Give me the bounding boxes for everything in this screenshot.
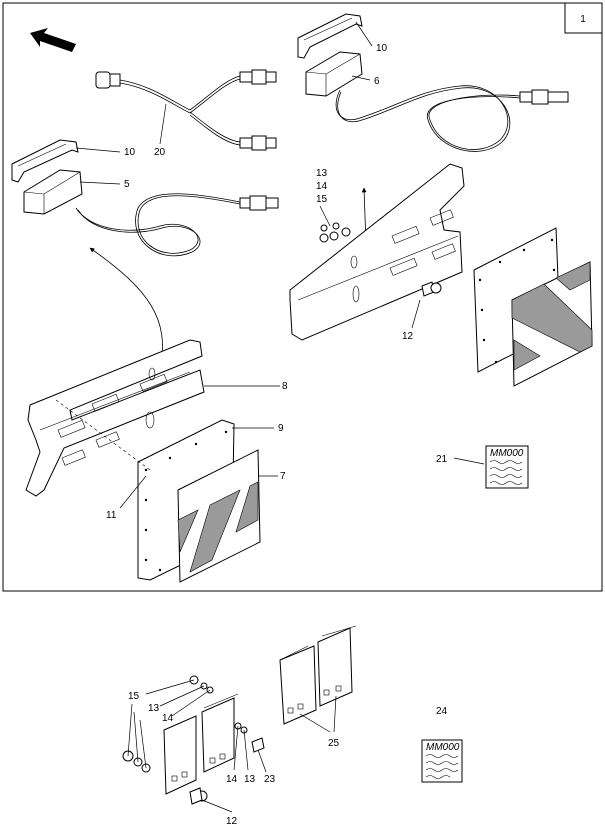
svg-text:MM000: MM000 xyxy=(490,448,524,459)
callout-10-top: 10 xyxy=(376,43,388,54)
warning-plate-left xyxy=(177,449,261,583)
callout-6: 6 xyxy=(374,76,380,87)
svg-text:MM000: MM000 xyxy=(426,742,460,753)
marker-lamp-top xyxy=(305,51,363,97)
leader-lines xyxy=(75,21,485,813)
callout-12-top: 12 xyxy=(402,331,414,342)
callout-14-top: 14 xyxy=(316,181,328,192)
callout-5: 5 xyxy=(124,179,130,190)
callout-7: 7 xyxy=(280,471,286,482)
callout-15-bottom: 15 xyxy=(128,691,140,702)
callout-10-left: 10 xyxy=(124,147,136,158)
callout-25: 25 xyxy=(328,738,340,749)
direction-arrow-icon xyxy=(30,28,76,52)
callout-11: 11 xyxy=(106,510,117,521)
reflector-plate-a xyxy=(279,645,317,725)
fasteners-right xyxy=(319,222,442,297)
page-number-box xyxy=(564,2,603,34)
callout-13-bottom-right: 13 xyxy=(244,774,256,785)
reflector-plate-c xyxy=(163,715,197,795)
lamp-cover-top xyxy=(297,13,363,59)
page-number: 1 xyxy=(580,14,586,25)
cable-lamp-5 xyxy=(75,195,241,254)
marker-lamp-left xyxy=(23,169,83,215)
warning-plate-right xyxy=(511,261,593,387)
callout-20: 20 xyxy=(154,147,166,158)
callout-13-bottom-left: 13 xyxy=(148,703,160,714)
callout-14-bottom-left: 14 xyxy=(162,713,174,724)
callout-23: 23 xyxy=(264,774,276,785)
cable-lamp-6 xyxy=(335,85,521,150)
callout-9: 9 xyxy=(278,423,284,434)
mounting-bracket-right xyxy=(289,163,465,341)
manual-card-24: MM000 xyxy=(421,739,463,783)
reflector-plate-b xyxy=(317,625,357,707)
connector-lamp-5 xyxy=(239,195,279,211)
reflector-plate-d xyxy=(201,693,239,773)
callout-24: 24 xyxy=(436,706,448,717)
callout-15-top: 15 xyxy=(316,194,328,205)
callout-14-bottom-right: 14 xyxy=(226,774,238,785)
assembly-arrow-left xyxy=(89,247,163,369)
wiring-harness xyxy=(95,69,277,151)
callout-21: 21 xyxy=(436,454,448,465)
upper-frame xyxy=(2,2,603,592)
manual-card-21: MM000 xyxy=(485,445,529,489)
callout-13-top: 13 xyxy=(316,168,328,179)
hardware-small xyxy=(122,675,265,805)
mounting-bracket-left xyxy=(25,339,205,497)
callout-12-bottom: 12 xyxy=(226,816,238,827)
callout-8: 8 xyxy=(282,381,288,392)
lamp-cover-left xyxy=(11,139,79,183)
connector-lamp-6 xyxy=(519,89,569,105)
